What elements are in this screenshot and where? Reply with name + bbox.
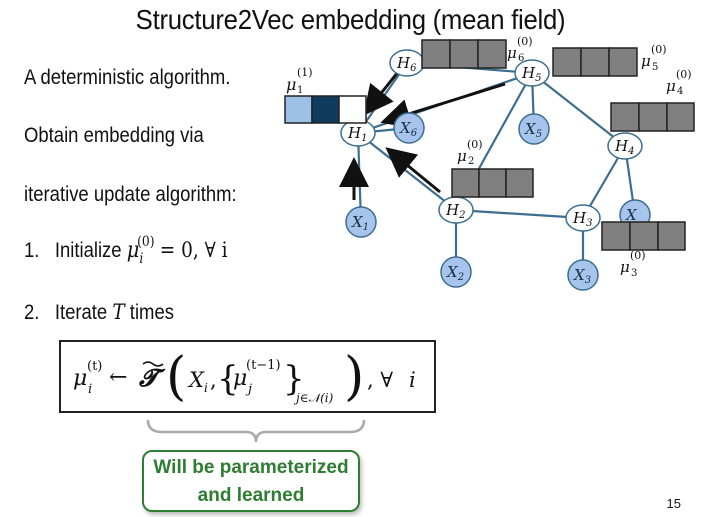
embed-mu5 — [552, 47, 638, 77]
svg-text:X1: X1 — [351, 213, 369, 233]
svg-text:(0): (0) — [467, 138, 483, 151]
svg-text:i: i — [204, 381, 208, 395]
svg-text:X: X — [187, 368, 205, 392]
node-H6: H6 — [389, 49, 425, 77]
svg-text:): ) — [344, 347, 364, 407]
svg-text:(0): (0) — [651, 43, 667, 56]
svg-text:{: { — [217, 359, 239, 399]
svg-text:μ: μ — [457, 147, 467, 165]
svg-text:j: j — [245, 382, 252, 397]
svg-text:μ: μ — [641, 52, 651, 70]
curly-brace — [146, 419, 366, 443]
svg-text:3: 3 — [631, 268, 637, 279]
svg-text:H4: H4 — [614, 137, 634, 157]
page-number: 15 — [666, 496, 681, 511]
step-2-prefix: 2. Iterate — [24, 301, 113, 324]
label-mu2: μ(0) 2 — [457, 138, 483, 167]
svg-text:i: i — [88, 382, 92, 397]
svg-text:(0): (0) — [676, 68, 692, 81]
embedding-vectors — [284, 39, 695, 251]
node-H5: H5 — [514, 59, 550, 87]
svg-text:μ: μ — [73, 366, 87, 391]
label-mu6: μ(0) 6 — [507, 35, 533, 64]
svg-text:μ: μ — [286, 75, 296, 94]
node-H1: H1 — [340, 119, 376, 147]
step-1: 1. Initialize μi(0) = 0, ∀ i — [24, 234, 228, 267]
node-X6: X6 — [393, 112, 425, 144]
svg-text:(0): (0) — [630, 249, 646, 262]
node-H3: H3 — [565, 204, 601, 232]
svg-text:(1): (1) — [297, 66, 313, 79]
text-line-1: A deterministic algorithm. — [24, 66, 231, 89]
step-2-suffix: times — [124, 301, 174, 324]
message-arrows — [339, 71, 506, 200]
embed-mu3 — [601, 221, 686, 251]
graph-edges — [356, 61, 637, 275]
svg-text:μ: μ — [620, 258, 630, 276]
svg-text:X5: X5 — [524, 120, 542, 140]
embed-mu6 — [421, 39, 507, 69]
slide-title: Structure2Vec embedding (mean field) — [135, 4, 566, 35]
svg-text:j∈𝒩(i): j∈𝒩(i) — [293, 391, 334, 405]
svg-text:X2: X2 — [446, 263, 464, 283]
svg-text:(t−1): (t−1) — [246, 358, 281, 373]
svg-text:μ: μ — [666, 77, 676, 95]
node-H2: H2 — [438, 196, 474, 224]
svg-text:,: , — [210, 368, 217, 392]
svg-text:(0): (0) — [517, 35, 533, 48]
svg-text:(t): (t) — [87, 359, 102, 374]
step-1-math: = 0, ∀ i — [159, 238, 228, 262]
update-formula: μ (t) i ← 𝓣 ( X i , { μ (t−1) j } j∈𝒩(i)… — [73, 347, 416, 407]
embed-mu1 — [284, 95, 367, 124]
svg-text:H1: H1 — [347, 124, 367, 144]
svg-text:1: 1 — [297, 85, 303, 96]
node-X4: X — [619, 199, 651, 231]
svg-text:(: ( — [166, 347, 186, 407]
node-X5: X5 — [518, 113, 550, 145]
parameterized-note: Will be parameterized and learned — [142, 450, 360, 512]
label-mu3: μ(0) 3 — [620, 249, 646, 279]
step-2: 2. Iterate T times — [24, 300, 174, 325]
svg-text:μ: μ — [233, 366, 247, 391]
svg-text:μ: μ — [507, 44, 517, 62]
text-line-3: iterative update algorithm: — [24, 183, 237, 206]
label-mu5: μ(0) 5 — [641, 43, 667, 73]
text-line-2: Obtain embedding via — [24, 124, 204, 147]
node-X2: X2 — [440, 256, 472, 288]
svg-text:2: 2 — [468, 156, 474, 167]
svg-text:X3: X3 — [573, 266, 591, 286]
step-2-T: T — [112, 300, 125, 324]
svg-text:4: 4 — [677, 86, 683, 97]
svg-text:←: ← — [109, 365, 127, 390]
svg-text:H2: H2 — [445, 201, 465, 221]
svg-text:5: 5 — [652, 62, 658, 73]
svg-text:}: } — [283, 359, 305, 399]
node-X3: X3 — [567, 259, 599, 291]
label-mu1: μ(1) 1 — [286, 66, 313, 96]
step-1-label: 1. Initialize — [24, 239, 127, 262]
svg-text:, ∀: , ∀ — [367, 368, 393, 392]
svg-text:𝓣: 𝓣 — [138, 363, 166, 392]
label-mu4: μ(0) 4 — [666, 68, 692, 97]
svg-text:H5: H5 — [521, 64, 541, 84]
embed-mu4 — [610, 102, 695, 132]
svg-text:X: X — [625, 206, 638, 224]
node-H4: H4 — [607, 132, 643, 160]
embed-mu2 — [451, 168, 534, 198]
svg-text:H6: H6 — [396, 54, 417, 74]
node-X1: X1 — [345, 206, 377, 238]
svg-text:H3: H3 — [572, 209, 592, 229]
update-formula-box: μ (t) i ← 𝓣 ( X i , { μ (t−1) j } j∈𝒩(i)… — [59, 340, 436, 413]
svg-text:X6: X6 — [399, 119, 418, 139]
svg-text:i: i — [409, 368, 416, 392]
svg-text:6: 6 — [518, 53, 524, 64]
